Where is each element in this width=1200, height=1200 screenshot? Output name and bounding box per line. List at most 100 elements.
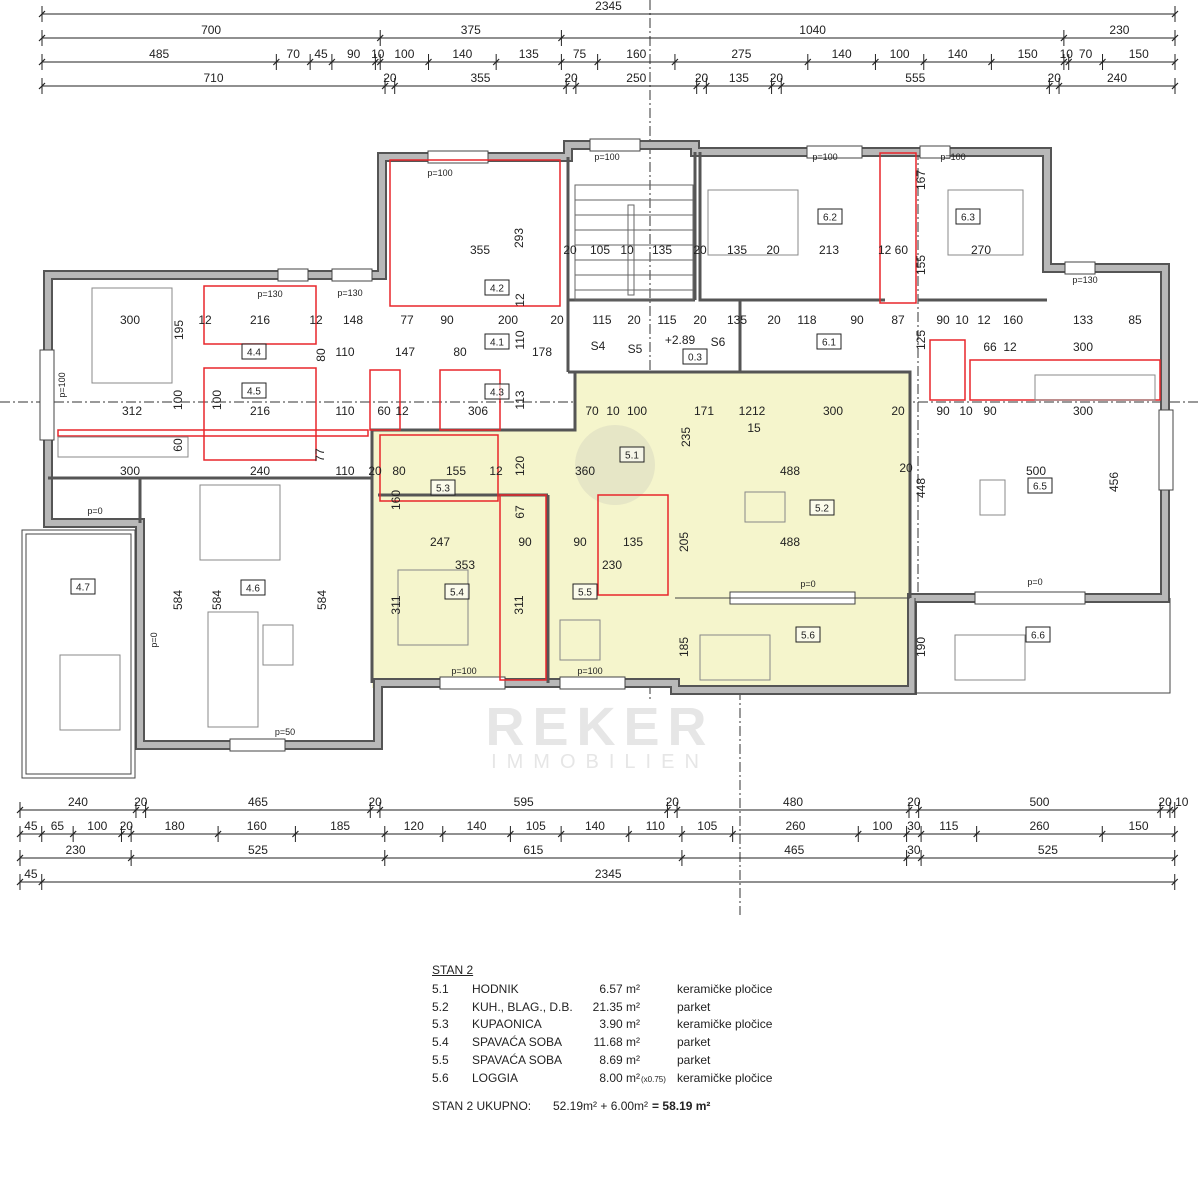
interior-dimension: 148 — [343, 313, 363, 327]
dimension-value: 120 — [404, 819, 424, 833]
watermark-brand: REKER — [485, 697, 714, 757]
dimension-tick — [38, 830, 46, 838]
interior-dimension: 133 — [1073, 313, 1093, 327]
room-number: 0.3 — [688, 353, 702, 364]
dimension-value: 45 — [314, 47, 328, 61]
total-result: = 58.19 m² — [652, 1098, 711, 1113]
room-number: 6.3 — [961, 213, 975, 224]
interior-dimension: 60 — [171, 438, 185, 452]
interior-dimension: 10 — [955, 313, 969, 327]
floor-plan: REKER IMMOBILIEN — [0, 0, 1200, 915]
dimension-value: 10 — [1060, 47, 1074, 61]
dimension-value: 150 — [1018, 47, 1038, 61]
total-label: STAN 2 UKUPNO: — [432, 1098, 532, 1113]
interior-dimension: 584 — [171, 590, 185, 610]
interior-dimension: 12 — [309, 313, 323, 327]
interior-dimension: 12 — [198, 313, 212, 327]
dimension-tick — [1099, 58, 1106, 66]
interior-dimension: S6 — [711, 335, 726, 349]
interior-dimension: 135 — [652, 243, 672, 257]
room-area: 3.90 m² — [599, 1017, 640, 1032]
interior-dimension: 167 — [914, 170, 928, 190]
room-number: 5.6 — [432, 1070, 449, 1085]
dimension-value: 20 — [770, 71, 784, 85]
room-number: 5.5 — [578, 588, 592, 599]
interior-dimension: 20 — [368, 464, 382, 478]
interior-dimension: p=50 — [275, 727, 295, 737]
dimension-tick — [492, 58, 500, 66]
interior-dimension: 160 — [1003, 313, 1023, 327]
dimension-value: 275 — [731, 47, 751, 61]
floor-finish: keramičke pločice — [677, 1017, 773, 1032]
interior-dimension: 90 — [983, 404, 997, 418]
interior-dimension: 60 — [377, 404, 391, 418]
interior-dimension: 10 — [606, 404, 620, 418]
dimension-value: 260 — [1029, 819, 1049, 833]
dimension-value: 465 — [784, 843, 804, 857]
interior-dimension: 205 — [677, 532, 691, 552]
room-tag: 5.5 — [572, 583, 598, 600]
room-number: 4.4 — [247, 348, 261, 359]
dimension-value: 180 — [165, 819, 185, 833]
dimension-value: 150 — [1128, 819, 1148, 833]
floor-finish: parket — [677, 999, 711, 1014]
interior-dimension: p=100 — [594, 152, 619, 162]
dimension-tick — [1171, 58, 1179, 66]
dimension-tick — [777, 82, 785, 90]
dimension-tick — [768, 82, 775, 90]
room-tag: 6.5 — [1027, 477, 1053, 494]
dimension-tick — [1060, 34, 1068, 42]
room-tag: 5.2 — [809, 499, 835, 516]
interior-dimension: 67 — [513, 505, 527, 519]
interior-dimension: 100 — [171, 390, 185, 410]
dimension-tick — [1060, 58, 1068, 66]
interior-dimension: p=100 — [451, 666, 476, 676]
room-number: 6.6 — [1031, 631, 1045, 642]
dimension-value: 65 — [51, 819, 65, 833]
dimension-tick — [678, 830, 686, 838]
room-number: 5.2 — [815, 504, 829, 515]
dimension-value: 525 — [1038, 843, 1058, 857]
interior-dimension: 300 — [823, 404, 843, 418]
interior-dimension: 500 — [1026, 464, 1046, 478]
interior-dimension: p=130 — [337, 288, 362, 298]
room-number: 4.6 — [246, 584, 260, 595]
room-number: 5.5 — [432, 1053, 449, 1068]
interior-dimension: 185 — [677, 637, 691, 657]
room-number: 6.5 — [1033, 482, 1047, 493]
dimension-value: 700 — [201, 23, 221, 37]
interior-dimension: 118 — [797, 313, 816, 327]
interior-dimension: 110 — [335, 464, 354, 478]
dimension-value: 555 — [905, 71, 925, 85]
interior-dimension: 66 — [983, 340, 997, 354]
interior-dimension: p=130 — [1072, 275, 1097, 285]
dimension-tick — [903, 830, 911, 838]
dimension-tick — [557, 34, 565, 42]
dimension-tick — [127, 830, 135, 838]
interior-dimension: 12 — [489, 464, 503, 478]
interior-dimension: 12 60 — [878, 243, 908, 257]
room-tag: 4.1 — [484, 333, 510, 350]
room-tag: 5.3 — [430, 479, 456, 496]
interior-dimension: p=100 — [427, 168, 452, 178]
dimension-tick — [1055, 82, 1063, 90]
interior-dimension: 353 — [455, 558, 475, 572]
room-tag: 0.3 — [682, 348, 708, 365]
interior-dimension: 105 — [590, 243, 610, 257]
interior-dimension: 213 — [819, 243, 839, 257]
interior-dimension: p=0 — [800, 579, 815, 589]
dimension-value: 140 — [452, 47, 472, 61]
interior-dimension: p=0 — [87, 506, 102, 516]
room-number: 4.1 — [490, 338, 504, 349]
interior-dimension: 110 — [335, 345, 354, 359]
interior-dimension: 125 — [914, 330, 928, 350]
interior-dimension: 100 — [627, 404, 647, 418]
room-tag: 6.3 — [955, 208, 981, 225]
dimension-value: 2345 — [595, 867, 622, 881]
dimension-tick — [903, 854, 911, 862]
dimension-tick — [664, 806, 671, 814]
dimension-value: 160 — [247, 819, 267, 833]
interior-dimension: 90 — [936, 313, 950, 327]
